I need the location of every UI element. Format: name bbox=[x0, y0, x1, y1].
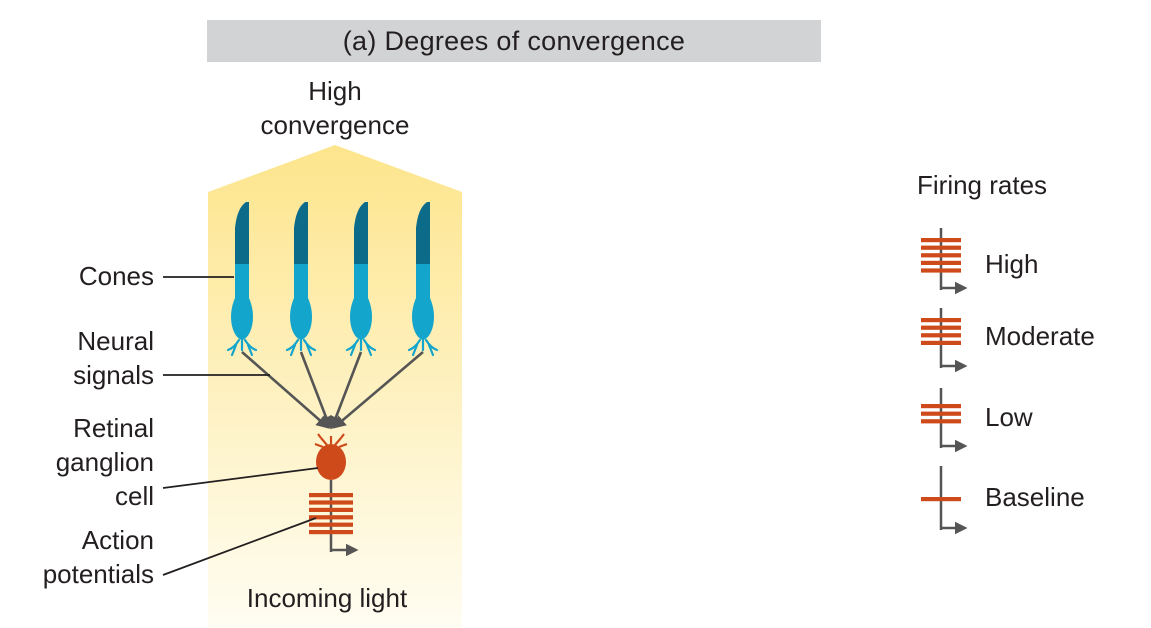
neural-signal-arrow bbox=[329, 351, 363, 430]
action-potential-spikes bbox=[309, 493, 353, 535]
action-potentials-line2: potentials bbox=[42, 559, 154, 589]
legend-symbol-high bbox=[921, 228, 968, 295]
spike-bar bbox=[309, 515, 353, 520]
spike-bar bbox=[309, 522, 353, 527]
spike-bar bbox=[921, 268, 961, 273]
cone bbox=[407, 202, 439, 357]
spike-bar bbox=[309, 507, 353, 512]
legend-title: Firing rates bbox=[917, 170, 1048, 200]
action-potentials-label: Action potentials bbox=[20, 523, 154, 591]
spike-bar bbox=[921, 318, 961, 323]
spike-bar bbox=[921, 325, 961, 330]
neural-signals-line2: signals bbox=[73, 360, 154, 390]
leader-lines bbox=[162, 276, 319, 576]
retinal-ganglion-cell bbox=[314, 433, 359, 557]
legend-symbol-baseline bbox=[921, 466, 968, 535]
spike-bar bbox=[309, 500, 353, 505]
spike-bar bbox=[921, 333, 961, 338]
incoming-light-label: Incoming light bbox=[246, 583, 408, 613]
panel-heading-line1: High bbox=[308, 76, 362, 106]
spike-bar bbox=[921, 419, 961, 424]
spike-bar bbox=[921, 411, 961, 416]
diagram-title: (a) Degrees of convergence bbox=[342, 25, 686, 56]
legend-symbols bbox=[921, 228, 968, 535]
neural-signals-line1: Neural bbox=[77, 326, 154, 356]
spike-bar bbox=[921, 404, 961, 409]
incoming-light-panel bbox=[208, 145, 462, 628]
neural-signal-arrow bbox=[241, 351, 330, 429]
cone bbox=[345, 202, 377, 357]
action-potentials-line1: Action bbox=[81, 525, 154, 555]
retinal-ganglion-line2: ganglion bbox=[55, 447, 154, 477]
cones-label: Cones bbox=[78, 261, 154, 291]
panel-heading-line2: convergence bbox=[260, 110, 410, 140]
cone-group bbox=[226, 202, 439, 357]
cone bbox=[226, 202, 258, 357]
legend-item-baseline: Baseline bbox=[985, 482, 1085, 512]
spike-bar bbox=[309, 530, 353, 535]
title-bar: (a) Degrees of convergence bbox=[207, 20, 821, 62]
legend-symbol-moderate bbox=[921, 308, 968, 373]
spike-bar bbox=[921, 253, 961, 258]
neural-signals-label: Neural signals bbox=[20, 324, 154, 392]
spike-bar bbox=[921, 260, 961, 265]
legend-item-high: High bbox=[985, 249, 1039, 279]
neural-signal-arrow bbox=[299, 351, 333, 430]
panel-heading: High convergence bbox=[250, 74, 420, 142]
legend-item-moderate: Moderate bbox=[985, 321, 1095, 351]
neural-signal-arrow bbox=[332, 351, 424, 429]
spike-bar bbox=[921, 245, 961, 250]
spike-bar bbox=[921, 340, 961, 345]
spike-bar bbox=[309, 493, 353, 498]
neural-signal-arrows bbox=[241, 351, 424, 430]
legend-symbol-low bbox=[921, 388, 968, 453]
spike-bar bbox=[921, 238, 961, 243]
retinal-ganglion-line1: Retinal bbox=[73, 413, 154, 443]
cone bbox=[285, 202, 317, 357]
retinal-ganglion-line3: cell bbox=[114, 481, 154, 511]
legend-item-low: Low bbox=[985, 402, 1033, 432]
spike-bar bbox=[921, 497, 961, 502]
retinal-ganglion-label: Retinal ganglion cell bbox=[20, 411, 154, 513]
